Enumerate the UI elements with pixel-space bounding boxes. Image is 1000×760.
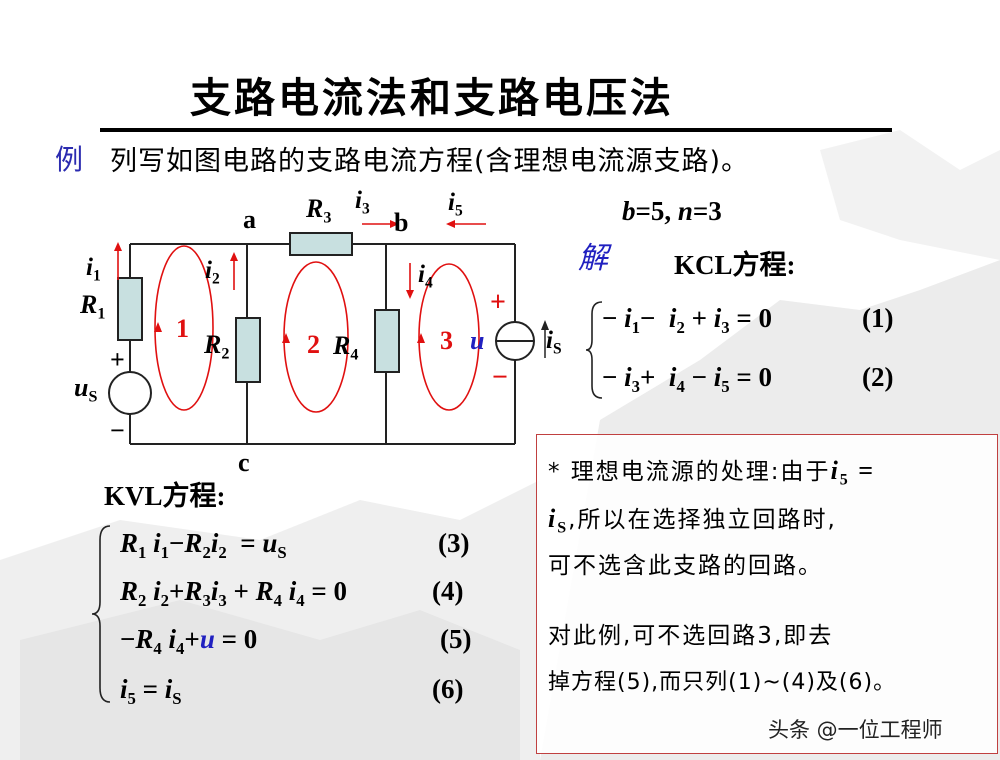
resistor-r2 bbox=[235, 317, 261, 383]
u-plus: + bbox=[490, 287, 506, 318]
i1-arrow bbox=[114, 242, 122, 251]
u-minus: − bbox=[492, 362, 508, 393]
loop-2-ellipse bbox=[283, 261, 349, 413]
i5-label: i5 bbox=[448, 189, 463, 220]
i3-arrow bbox=[390, 220, 399, 228]
watermark: 头条 @一位工程师 bbox=[768, 718, 943, 742]
i5-arrow bbox=[446, 220, 455, 228]
r4-label: R4 bbox=[333, 331, 359, 364]
us-plus: + bbox=[110, 345, 125, 374]
node-b-label: b bbox=[394, 208, 409, 237]
i4-label: i4 bbox=[418, 261, 433, 292]
loop-3-arrow bbox=[417, 333, 425, 343]
u-label: u bbox=[470, 326, 485, 355]
r2-label: R2 bbox=[204, 330, 230, 363]
page-title: 支路电流法和支路电压法 bbox=[190, 74, 674, 122]
loop-3-label: 3 bbox=[440, 326, 453, 355]
kvl-eq-3: R1 i1−R2i2 = uS bbox=[120, 528, 287, 562]
i1-label: i1 bbox=[86, 254, 101, 285]
kvl-brace bbox=[92, 525, 111, 703]
example-text: 列写如图电路的支路电流方程(含理想电流源支路)。 bbox=[110, 146, 750, 177]
resistor-r4 bbox=[374, 309, 400, 373]
us-label: uS bbox=[74, 373, 98, 406]
kvl-eq-4: R2 i2+R3i3 + R4 i4 = 0 bbox=[120, 576, 348, 610]
kcl-eq-2: − i3+ i4 − i5 = 0 bbox=[602, 362, 772, 396]
loop-3-ellipse bbox=[418, 263, 480, 411]
kvl-heading: KVL方程: bbox=[104, 481, 226, 511]
note-line-1: * 理想电流源的处理:由于i5 = bbox=[548, 456, 876, 489]
note-line-5: 掉方程(5),而只列(1)~(4)及(6)。 bbox=[548, 670, 897, 695]
note-box bbox=[536, 434, 998, 754]
voltage-source-us bbox=[108, 371, 152, 415]
loop-2-label: 2 bbox=[307, 330, 320, 359]
node-c-label: c bbox=[238, 448, 250, 477]
i3-label: i3 bbox=[355, 187, 370, 218]
r3-label: R3 bbox=[306, 194, 332, 227]
note-line-4: 对此例,可不选回路3,即去 bbox=[548, 623, 834, 649]
kvl-num-6: (6) bbox=[432, 674, 464, 704]
kcl-num-2: (2) bbox=[862, 362, 894, 392]
loop-1-ellipse bbox=[154, 245, 214, 411]
params-line: b=5, n=3 bbox=[622, 196, 722, 226]
note-line-3: 可不选含此支路的回路。 bbox=[548, 553, 823, 579]
kvl-eq-6: i5 = iS bbox=[120, 674, 182, 708]
i2-label: i2 bbox=[205, 257, 220, 288]
kcl-eq-1: − i1− i2 + i3 = 0 bbox=[602, 303, 772, 337]
resistor-r1 bbox=[117, 277, 143, 341]
example-label: 例 bbox=[55, 143, 84, 176]
note-line-2: iS,所以在选择独立回路时, bbox=[548, 504, 837, 537]
kvl-num-5: (5) bbox=[440, 624, 472, 654]
r1-label: R1 bbox=[80, 290, 106, 323]
i2-arrow bbox=[230, 252, 238, 261]
is-label: iS bbox=[546, 327, 562, 358]
loop-1-arrow bbox=[154, 322, 162, 332]
kvl-eq-5: −R4 i4+u = 0 bbox=[120, 624, 258, 658]
kvl-num-3: (3) bbox=[438, 528, 470, 558]
loop-2-arrow bbox=[282, 333, 290, 343]
solution-label: 解 bbox=[578, 241, 608, 276]
resistor-r3 bbox=[289, 232, 353, 256]
kvl-num-4: (4) bbox=[432, 576, 464, 606]
i4-arrow bbox=[406, 290, 414, 299]
us-minus: − bbox=[110, 416, 125, 445]
kcl-brace bbox=[586, 301, 603, 399]
title-underline bbox=[100, 128, 892, 132]
node-a-label: a bbox=[243, 205, 256, 234]
kcl-num-1: (1) bbox=[862, 303, 894, 333]
loop-1-label: 1 bbox=[176, 314, 189, 343]
kcl-heading: KCL方程: bbox=[674, 250, 796, 280]
